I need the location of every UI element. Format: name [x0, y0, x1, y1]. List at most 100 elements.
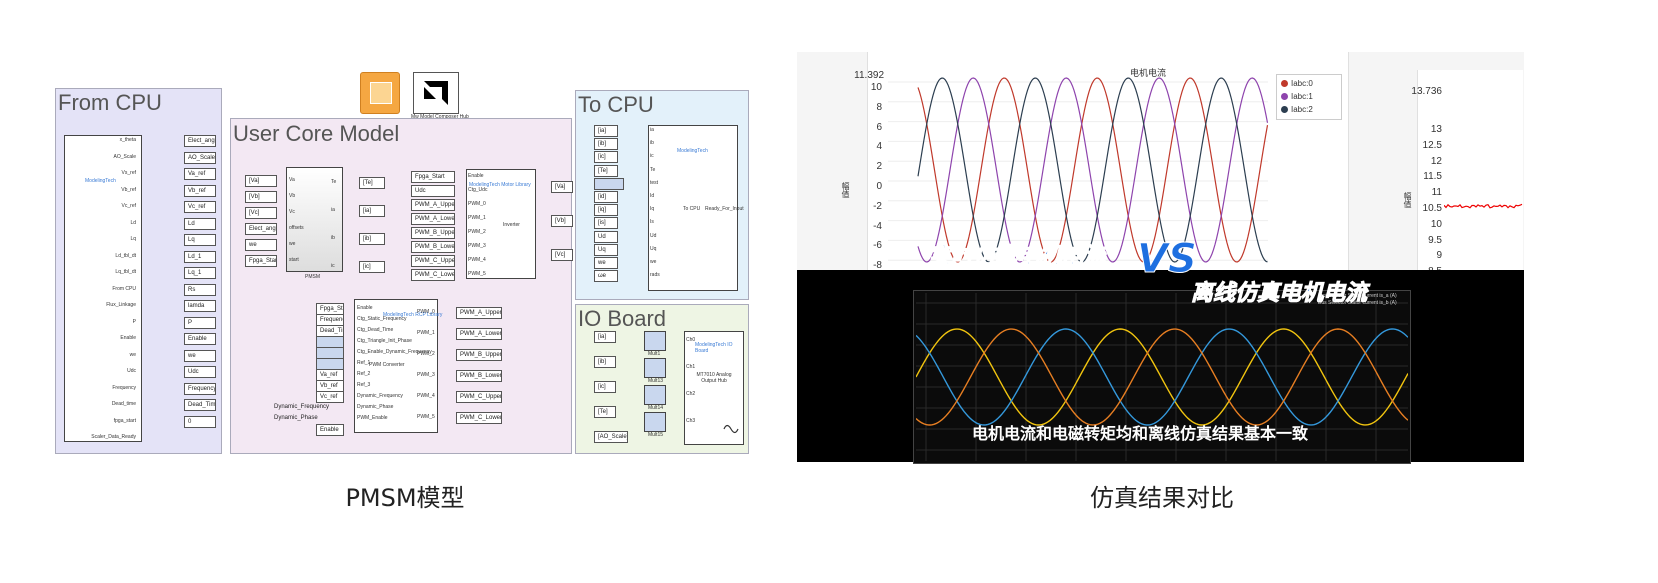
to-cpu-from-tag[interactable]: [ib] — [594, 138, 618, 150]
to-cpu-from-tag[interactable]: ωe — [594, 270, 618, 282]
pwm-output-tag[interactable]: PWM_C_Lower — [456, 412, 502, 424]
io-from-tag[interactable]: [Te] — [594, 406, 616, 418]
to-cpu-title: To CPU — [578, 92, 654, 118]
to-cpu-from-tag[interactable]: [Te] — [594, 165, 618, 177]
from-cpu-goto-tag[interactable]: Frequency — [184, 383, 216, 395]
pmsm-output-port: ia — [331, 207, 335, 213]
pwm-output-port: PWM_3 — [417, 372, 435, 378]
top-y-tick: 6 — [852, 122, 882, 133]
io-from-tag[interactable]: [ib] — [594, 356, 616, 368]
realtime-legend: Iabc:0Iabc:1Iabc:2 — [1276, 74, 1342, 120]
from-cpu-goto-tag[interactable]: Udc — [184, 366, 216, 378]
from-cpu-goto-tag[interactable]: Vc_ref — [184, 201, 216, 213]
pwm-input-port: Ctg_Static_Frequency — [357, 316, 406, 322]
pwm-output-tag[interactable]: PWM_C_Upper — [456, 391, 502, 403]
from-cpu-goto-tag[interactable]: Vb_ref — [184, 185, 216, 197]
pmsm-input-tag[interactable]: Elect_angle — [245, 223, 277, 235]
side-y-max: 13.736 — [1406, 86, 1442, 97]
from-cpu-port: Ld — [76, 220, 136, 226]
inverter-input-tag[interactable]: Fpga_Start — [411, 171, 455, 183]
pmsm-input-tag[interactable]: [Va] — [245, 175, 277, 187]
fpga-chip-icon[interactable] — [360, 72, 400, 114]
from-cpu-goto-tag[interactable]: AO_Scale — [184, 152, 216, 164]
pmsm-block-label: PMSM — [305, 274, 320, 280]
pmsm-input-tag[interactable]: we — [245, 239, 277, 251]
pmsm-output-tag[interactable]: [ib] — [359, 233, 385, 245]
to-cpu-from-tag[interactable]: [ia] — [594, 125, 618, 137]
pwm-output-tag[interactable]: PWM_B_Upper — [456, 349, 502, 361]
io-from-tag[interactable]: [ic] — [594, 381, 616, 393]
top-y-tick: -4 — [852, 221, 882, 232]
inverter-input-port: PWM_4 — [468, 257, 486, 263]
to-cpu-center-label: ModelingTech — [677, 148, 708, 154]
pwm-input-tag[interactable]: Dynamic_Phase — [271, 413, 331, 423]
from-cpu-goto-tag[interactable]: Va_ref — [184, 168, 216, 180]
to-cpu-from-tag[interactable]: [is] — [594, 217, 618, 229]
io-mult-block[interactable] — [644, 331, 666, 351]
pwm-output-tag[interactable]: PWM_A_Upper — [456, 307, 502, 319]
inverter-input-tag[interactable]: PWM_B_Upper — [411, 227, 455, 239]
pwm-label: PWM Converter — [369, 362, 405, 368]
to-cpu-constant-block[interactable] — [594, 178, 624, 190]
inverter-input-tag[interactable]: PWM_A_Lower — [411, 213, 455, 225]
pmsm-output-tag[interactable]: [ia] — [359, 205, 385, 217]
inverter-input-tag[interactable]: PWM_C_Upper — [411, 255, 455, 267]
io-mult-block[interactable] — [644, 358, 666, 378]
from-cpu-goto-tag[interactable]: 0 — [184, 416, 216, 428]
pwm-input-port: Enable — [357, 305, 373, 311]
offline-scope-area: Bus Selector Stator current is_a (A) Bus… — [797, 270, 1524, 462]
to-cpu-from-tag[interactable]: we — [594, 257, 618, 269]
to-cpu-from-tag[interactable]: Ud — [594, 231, 618, 243]
from-cpu-goto-tag[interactable]: Ld_1 — [184, 251, 216, 263]
pmsm-input-port: Vc — [289, 209, 295, 215]
from-cpu-goto-tag[interactable]: P — [184, 317, 216, 329]
pmsm-input-tag[interactable]: Fpga_Start — [245, 255, 277, 267]
io-board-port: Ch1 — [686, 364, 695, 370]
pmsm-output-tag[interactable]: [ic] — [359, 261, 385, 273]
from-cpu-goto-tag[interactable]: Lq_1 — [184, 267, 216, 279]
from-cpu-goto-tag[interactable]: Rs — [184, 284, 216, 296]
inverter-output-tag[interactable]: [Va] — [551, 181, 573, 193]
pwm-output-tag[interactable]: PWM_A_Lower — [456, 328, 502, 340]
side-y-tick: 9 — [1406, 250, 1442, 261]
to-cpu-from-tag[interactable]: [iq] — [594, 204, 618, 216]
to-cpu-block[interactable]: ModelingTech To CPU Ready_For_Input — [648, 125, 738, 291]
inverter-output-tag[interactable]: [Vc] — [551, 249, 573, 261]
pwm-input-port: Ctg_Triangle_Init_Phase — [357, 338, 412, 344]
io-from-tag[interactable]: [ia] — [594, 331, 616, 343]
legend-label: Iabc:0 — [1291, 79, 1313, 88]
to-cpu-panel: To CPU ModelingTech To CPU Ready_For_Inp… — [575, 90, 749, 300]
to-cpu-from-tag[interactable]: Uq — [594, 244, 618, 256]
pmsm-input-tag[interactable]: [Vb] — [245, 191, 277, 203]
inverter-input-port: PWM_2 — [468, 229, 486, 235]
inverter-output-tag[interactable]: [Vb] — [551, 215, 573, 227]
inverter-input-tag[interactable]: Udc — [411, 185, 455, 197]
inverter-input-tag[interactable]: PWM_B_Lower — [411, 241, 455, 253]
inverter-input-port: Ctg_Udc — [468, 187, 487, 193]
pwm-output-tag[interactable]: PWM_B_Lower — [456, 370, 502, 382]
top-y-max: 11.392 — [854, 70, 884, 81]
pwm-input-tag[interactable]: Enable — [316, 424, 344, 436]
from-cpu-goto-tag[interactable]: Ld — [184, 218, 216, 230]
io-mult-block[interactable] — [644, 385, 666, 405]
pmsm-input-tag[interactable]: [Vc] — [245, 207, 277, 219]
inverter-input-tag[interactable]: PWM_C_Lower — [411, 269, 455, 281]
to-cpu-from-tag[interactable]: [id] — [594, 191, 618, 203]
io-board-block[interactable]: ModelingTech IO Board MT7010 Analog Outp… — [684, 331, 744, 445]
realtime-overlay-label: 实时仿真电机电流 — [929, 238, 1105, 270]
io-from-tag[interactable]: [AO_Scale] — [594, 431, 628, 443]
from-cpu-goto-tag[interactable]: Lq — [184, 234, 216, 246]
pmsm-output-tag[interactable]: [Te] — [359, 177, 385, 189]
from-cpu-goto-tag[interactable]: lamda — [184, 300, 216, 312]
to-cpu-from-tag[interactable]: [ic] — [594, 151, 618, 163]
from-cpu-goto-tag[interactable]: Dead_Time — [184, 399, 216, 411]
top-y-tick: -2 — [852, 201, 882, 212]
from-cpu-goto-tag[interactable]: Elect_angle — [184, 135, 216, 147]
amd-logo-icon[interactable] — [413, 72, 459, 114]
pwm-input-tag[interactable]: Dynamic_Frequency — [271, 402, 331, 412]
io-mult-block[interactable] — [644, 412, 666, 432]
from-cpu-panel: From CPU ModelingTech x_thetaElect_angle… — [55, 88, 222, 454]
from-cpu-goto-tag[interactable]: we — [184, 350, 216, 362]
inverter-input-tag[interactable]: PWM_A_Upper — [411, 199, 455, 211]
from-cpu-goto-tag[interactable]: Enable — [184, 333, 216, 345]
